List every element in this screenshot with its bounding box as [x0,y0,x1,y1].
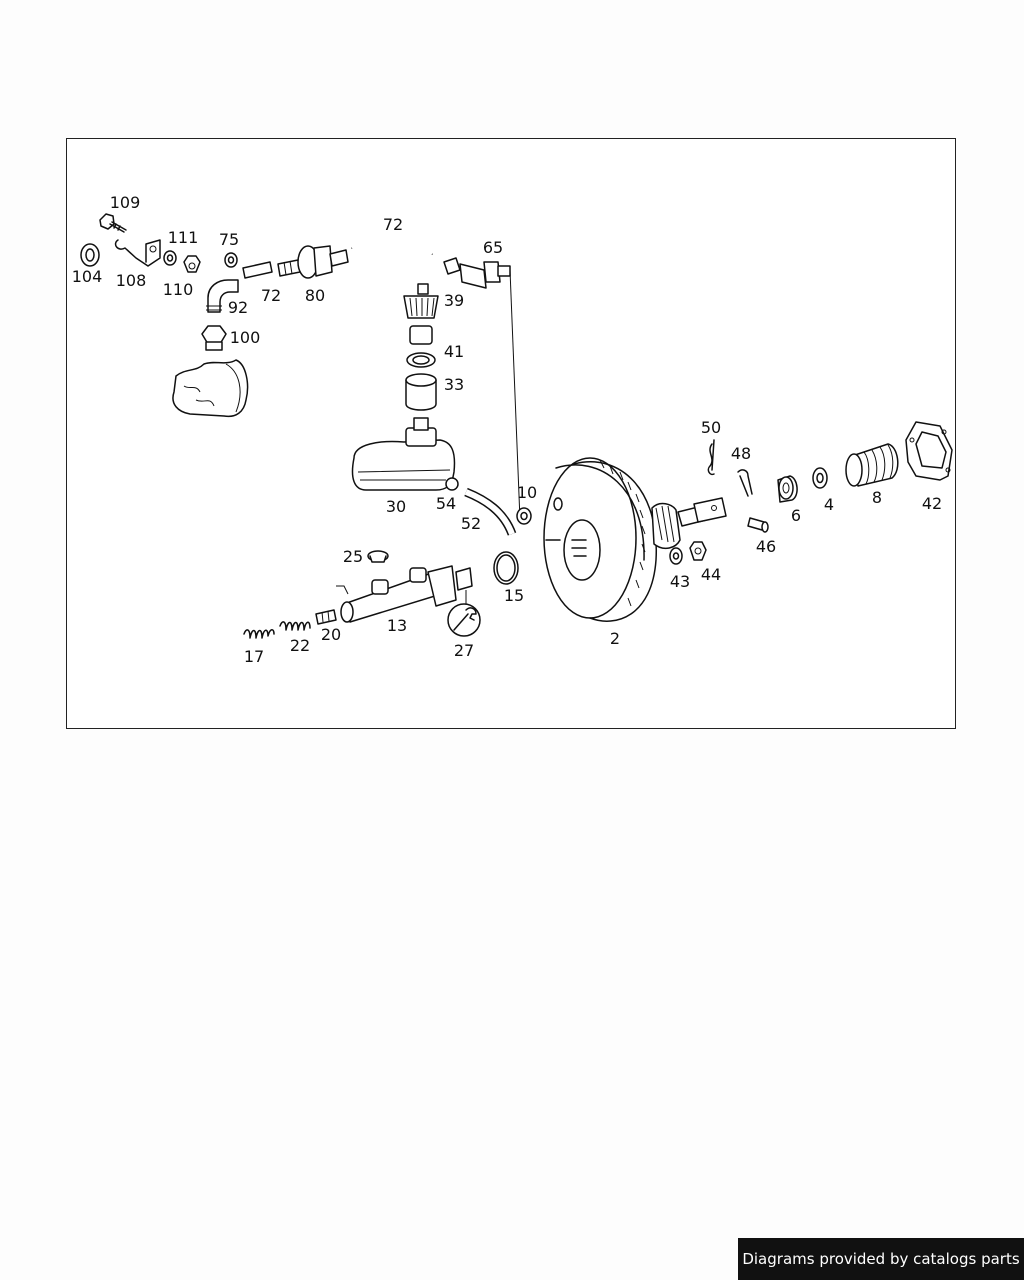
callout-41: 41 [444,342,464,361]
part-41-seal-ring [406,352,436,368]
callout-48: 48 [731,444,751,463]
callout-33: 33 [444,375,464,394]
callout-80: 80 [305,286,325,305]
part-42-gasket [905,421,953,481]
part-72-hose-long [350,234,435,257]
part-43-washer [669,547,683,565]
callout-111: 111 [168,228,199,247]
callout-4: 4 [824,495,834,514]
part-80-check-valve [277,245,349,279]
part-65-valve [443,257,511,289]
callout-110: 110 [163,280,194,299]
part-54-clamp [445,477,459,491]
callout-42: 42 [922,494,942,513]
part-46-pin [747,517,769,533]
callout-75: 75 [219,230,239,249]
callout-39: 39 [444,291,464,310]
diagram-frame [66,138,956,729]
callout-65: 65 [483,238,503,257]
part-92-elbow [206,279,239,313]
part-111-washer [163,250,177,266]
part-108-bracket [114,239,161,267]
callout-52: 52 [461,514,481,533]
callout-30: 30 [386,497,406,516]
intake-manifold-fragment [172,359,249,418]
part-17-spring [243,629,275,639]
callout-43: 43 [670,572,690,591]
callout-109: 109 [110,193,141,212]
callout-22: 22 [290,636,310,655]
callout-2: 2 [610,629,620,648]
callout-104: 104 [72,267,103,286]
part-2-brake-booster [543,457,727,622]
part-75-sleeve [224,252,238,268]
part-6-damper [777,475,798,503]
footer-credit-badge: Diagrams provided by catalogs parts [738,1238,1024,1280]
part-50-clip [707,439,715,476]
part-109-bolt [99,213,127,233]
callout-72-long: 72 [383,215,403,234]
callout-44: 44 [701,565,721,584]
part-44-nut [689,541,707,561]
callout-92: 92 [228,298,248,317]
part-48-cotter-pin [737,469,753,497]
callout-20: 20 [321,625,341,644]
callout-50: 50 [701,418,721,437]
part-52-hose [464,487,517,536]
callout-108: 108 [116,271,147,290]
part-8-boot [845,443,899,487]
leader-65-10 [509,269,521,521]
callout-46: 46 [756,537,776,556]
part-100-nut [201,325,227,351]
part-22-spring [279,621,311,631]
callout-17: 17 [244,647,264,666]
part-104-grommet [80,243,100,267]
part-33-filter [405,373,437,411]
part-27-service-symbol [447,590,481,637]
part-20-piston [315,609,337,625]
callout-8: 8 [872,488,882,507]
part-72-hose-short [242,261,273,279]
callout-25: 25 [343,547,363,566]
callout-13: 13 [387,616,407,635]
callout-27: 27 [454,641,474,660]
callout-100: 100 [230,328,261,347]
part-25-grommet [367,550,389,563]
part-30-reservoir [351,417,456,491]
callout-10: 10 [517,483,537,502]
part-10-grommet [516,507,532,525]
part-39-cap [403,283,439,345]
part-4-washer [812,467,828,489]
callout-72-short: 72 [261,286,281,305]
part-110-nut [183,255,201,273]
part-13-master-cylinder [336,565,473,623]
callout-6: 6 [791,506,801,525]
callout-15: 15 [504,586,524,605]
part-15-o-ring [493,551,519,585]
callout-54: 54 [436,494,456,513]
